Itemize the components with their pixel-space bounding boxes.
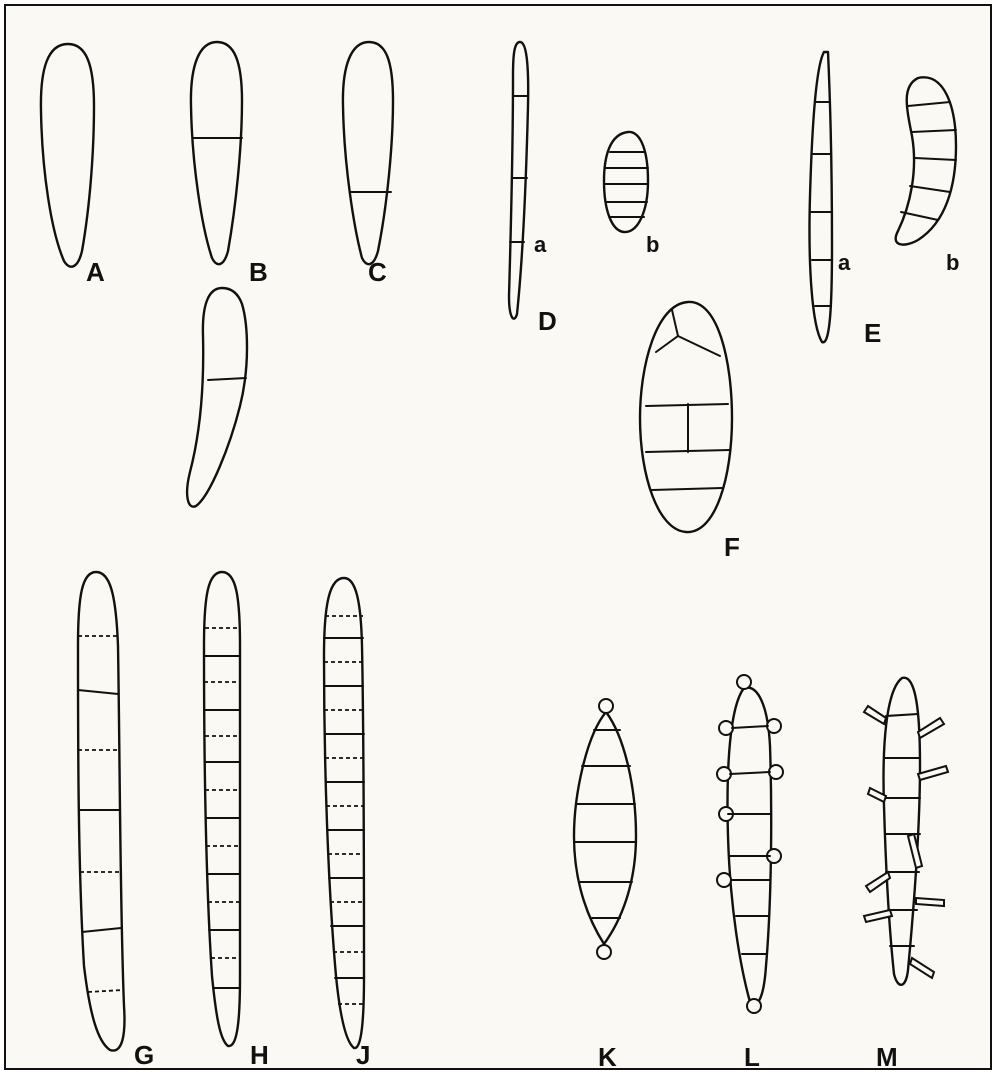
spore-G-septum — [82, 928, 121, 932]
label-A: A — [86, 257, 105, 287]
spore-L-appendage — [769, 765, 783, 779]
label-H: H — [250, 1040, 269, 1070]
spore-F-septum — [652, 488, 722, 490]
label-D-b: b — [646, 232, 659, 257]
spore-E-a: a — [810, 52, 852, 342]
label-E-a: a — [838, 250, 851, 275]
spore-F-outline — [640, 302, 732, 532]
spore-M-seta — [918, 718, 944, 738]
spore-K-appendage — [597, 945, 611, 959]
spore-E-a-outline — [810, 52, 833, 342]
spore-M-septum — [886, 714, 918, 716]
spore-D-a: a — [509, 42, 547, 319]
spore-M-seta — [864, 706, 886, 724]
spore-L-appendage — [747, 999, 761, 1013]
spore-M: M — [864, 678, 948, 1070]
spore-L-outline — [728, 688, 772, 1005]
spore-D-b: b D — [538, 132, 659, 336]
spore-G-outline — [78, 572, 124, 1051]
spore-drawing: A B C a — [6, 6, 992, 1070]
spore-E-b-septum — [915, 158, 956, 160]
spore-L-appendage — [719, 721, 733, 735]
spore-F-septum — [646, 450, 730, 452]
label-C: C — [368, 257, 387, 287]
label-E-b: b — [946, 250, 959, 275]
spore-D-a-outline — [509, 42, 528, 319]
label-F: F — [724, 532, 740, 562]
spore-G: G — [78, 572, 154, 1070]
spore-L-appendage — [717, 767, 731, 781]
spore-M-seta — [864, 910, 892, 922]
spore-H-outline — [204, 572, 240, 1046]
label-K: K — [598, 1042, 617, 1070]
spore-E-b-septum — [912, 130, 956, 132]
spore-M-seta — [916, 898, 944, 906]
spore-E-b-septum — [910, 186, 950, 192]
spore-E-b-septum — [901, 212, 938, 220]
label-L: L — [744, 1042, 760, 1070]
spore-B-outline — [191, 42, 242, 264]
spore-L: L — [717, 675, 783, 1070]
spore-E-b-septum — [908, 102, 950, 106]
figure-frame: A B C a — [4, 4, 992, 1070]
spore-A: A — [41, 44, 105, 287]
spore-C-curved — [187, 288, 247, 507]
spore-K: K — [574, 699, 636, 1070]
label-E: E — [864, 318, 881, 348]
spore-G-pseudoseptum — [88, 990, 123, 992]
spore-L-appendage — [737, 675, 751, 689]
spore-J: J — [324, 578, 370, 1070]
label-G: G — [134, 1040, 154, 1070]
spore-L-appendage — [717, 873, 731, 887]
spore-M-seta — [910, 958, 934, 978]
spore-K-appendage — [599, 699, 613, 713]
spore-F-septum — [672, 310, 678, 336]
spore-E-b: b E — [864, 77, 959, 348]
label-D: D — [538, 306, 557, 336]
label-D-a: a — [534, 232, 547, 257]
spore-C: C — [343, 42, 393, 287]
label-M: M — [876, 1042, 898, 1070]
spore-M-seta — [918, 766, 948, 780]
spore-F-septum — [656, 336, 720, 356]
spore-C-curved-outline — [187, 288, 247, 507]
label-B: B — [249, 257, 268, 287]
spore-M-seta — [908, 834, 922, 868]
spore-C-outline — [343, 42, 393, 264]
spore-L-septum — [730, 772, 770, 774]
spore-A-outline — [41, 44, 94, 267]
spore-F: F — [640, 302, 740, 562]
label-J: J — [356, 1040, 370, 1070]
spore-L-septum — [732, 726, 768, 728]
spore-K-outline — [574, 712, 636, 944]
spore-H: H — [204, 572, 269, 1070]
spore-C-curved-septum — [208, 378, 246, 380]
spore-B: B — [191, 42, 268, 287]
spore-G-septum — [78, 690, 118, 694]
spore-L-appendage — [767, 719, 781, 733]
spore-M-outline — [884, 678, 920, 985]
